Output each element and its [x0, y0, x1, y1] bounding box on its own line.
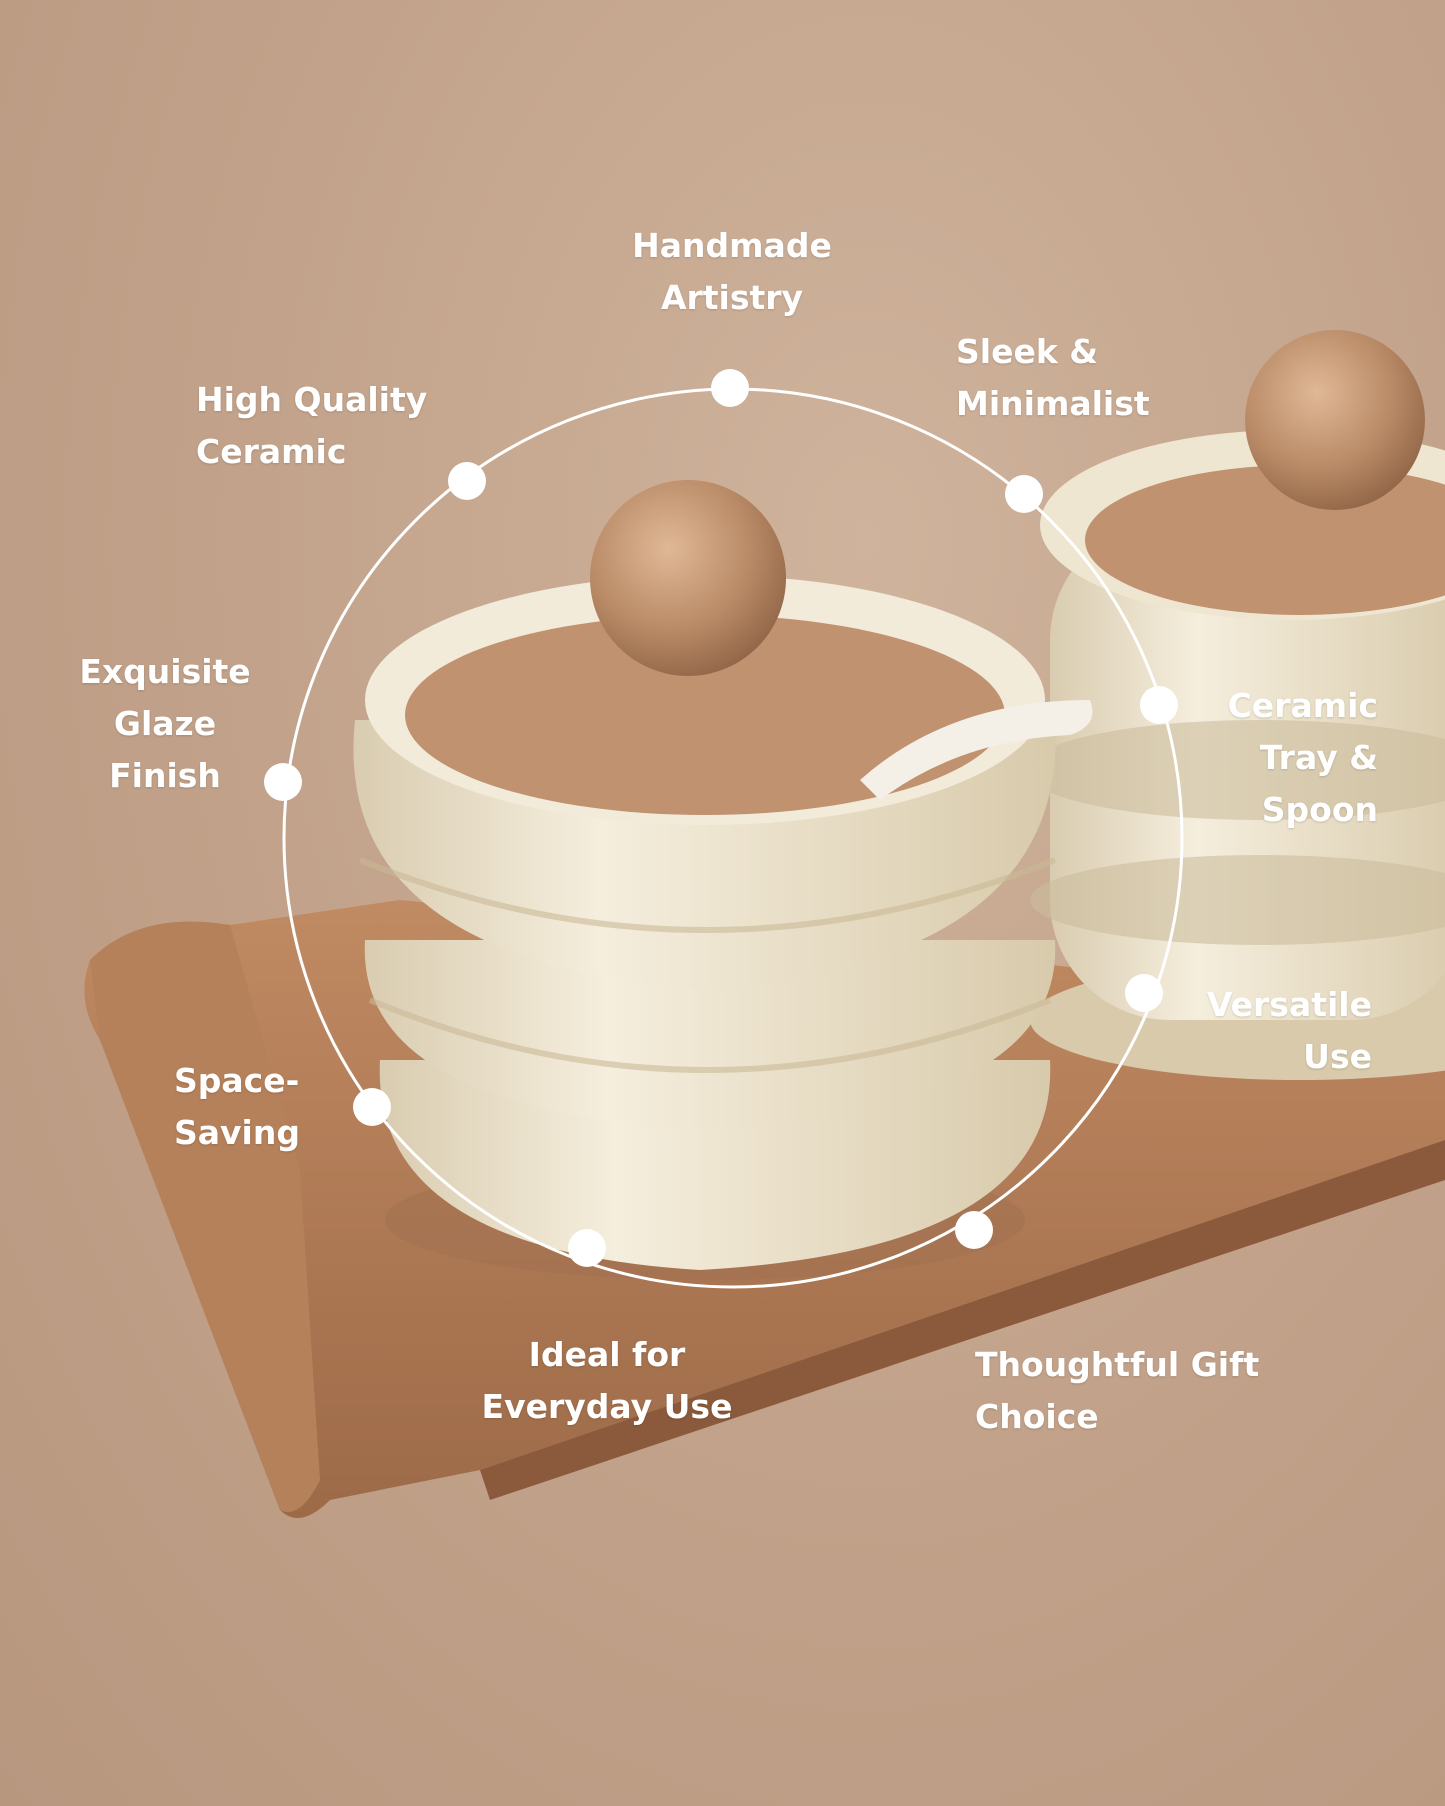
feature-line: Ideal for [528, 1335, 686, 1374]
feature-line: Sleek & [956, 332, 1099, 371]
callout-dot [711, 369, 749, 407]
feature-line: Space- [174, 1061, 300, 1100]
callout-dot [264, 763, 302, 801]
callout-dot [448, 462, 486, 500]
feature-line: Ceramic [1227, 686, 1378, 725]
feature-high-quality: High Quality Ceramic [196, 374, 427, 478]
callout-dot [1005, 475, 1043, 513]
feature-line: Minimalist [956, 384, 1150, 423]
feature-glaze: Exquisite Glaze Finish [79, 646, 250, 802]
feature-line: Versatile [1206, 985, 1372, 1024]
callout-dot [568, 1229, 606, 1267]
feature-versatile: Versatile Use [1207, 979, 1372, 1083]
feature-line: Choice [975, 1397, 1099, 1436]
callout-dot [353, 1088, 391, 1126]
feature-line: Thoughtful Gift [975, 1345, 1260, 1384]
feature-line: High Quality [196, 380, 428, 419]
left-jar [353, 480, 1093, 1280]
feature-line: Everyday Use [481, 1387, 733, 1426]
feature-handmade: Handmade Artistry [632, 220, 832, 324]
feature-line: Glaze [113, 704, 217, 743]
callout-dot [1140, 686, 1178, 724]
feature-line: Spoon [1261, 790, 1378, 829]
feature-line: Ceramic [196, 432, 347, 471]
feature-everyday: Ideal for Everyday Use [482, 1329, 733, 1433]
feature-line: Tray & [1259, 738, 1378, 777]
feature-sleek: Sleek & Minimalist [956, 326, 1150, 430]
feature-tray-spoon: Ceramic Tray & Spoon [1228, 680, 1378, 836]
right-jar [1025, 330, 1445, 1080]
feature-space-saving: Space- Saving [174, 1055, 300, 1159]
callout-ring [264, 369, 1184, 1289]
feature-line: Finish [109, 756, 221, 795]
callout-dot [1125, 974, 1163, 1012]
callout-dot [955, 1211, 993, 1249]
feature-gift: Thoughtful Gift Choice [975, 1339, 1259, 1443]
feature-line: Exquisite [79, 652, 251, 691]
feature-line: Artistry [660, 278, 804, 317]
feature-line: Use [1303, 1037, 1372, 1076]
feature-line: Saving [174, 1113, 300, 1152]
feature-line: Handmade [632, 226, 832, 265]
